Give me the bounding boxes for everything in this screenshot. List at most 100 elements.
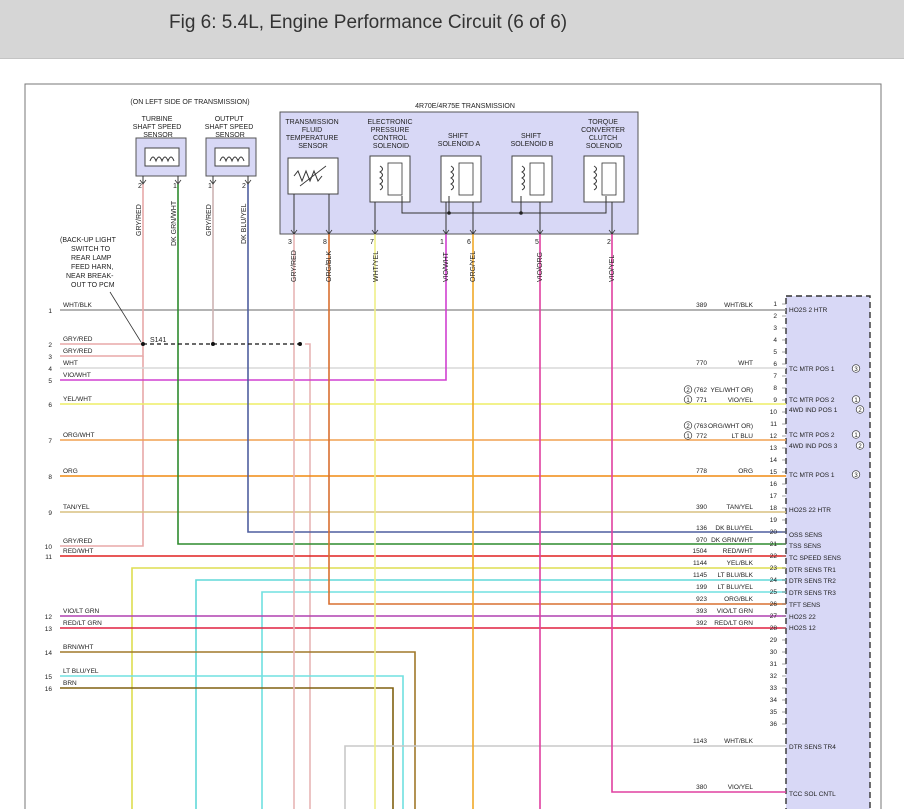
pcm-signal-label: TSS SENS xyxy=(789,543,822,550)
pcm-pin-number: 19 xyxy=(770,517,778,524)
circuit-number: 923 xyxy=(696,596,707,603)
wire xyxy=(305,343,311,809)
pcm-pin-number: 20 xyxy=(770,529,778,536)
turbine-sensor xyxy=(135,137,187,177)
pcm-pin-number: 36 xyxy=(770,721,778,728)
left-harness-labels: 1WHT/BLK2GRY/RED3GRY/REDWHT45VIO/WHT6YEL… xyxy=(45,302,102,693)
pcm-signal-label: TC SPEED SENS xyxy=(789,555,842,562)
circuit-color: DK BLU/YEL xyxy=(715,525,753,532)
pin-number: 3 xyxy=(288,239,292,246)
circuit-color: LT BLU xyxy=(732,433,754,440)
tft-sensor-label: TRANSMISSION FLUID TEMPERATURE SENSOR xyxy=(285,119,340,150)
pcm-signal-label: TCC SOL CNTL xyxy=(789,791,836,798)
connector-chevron xyxy=(139,179,147,185)
circuit-number: 390 xyxy=(696,504,707,511)
wire xyxy=(60,356,144,547)
wire xyxy=(177,184,786,545)
pcm-pin-number: 6 xyxy=(773,361,777,368)
option-number: 2 xyxy=(686,424,690,430)
solenoid-coil-icon xyxy=(593,165,597,191)
wire xyxy=(195,579,786,809)
splice-dot xyxy=(298,342,302,346)
wire xyxy=(328,234,786,605)
pcm-pin-number: 25 xyxy=(770,589,778,596)
wire xyxy=(261,591,786,809)
pcm-pin-number: 21 xyxy=(770,541,778,548)
harness-wire-label: VIO/LT GRN xyxy=(63,608,100,615)
wire-label: DK BLU/YEL xyxy=(241,203,248,244)
option-circle xyxy=(855,405,865,414)
option-circle xyxy=(683,431,693,440)
connector-chevron xyxy=(209,179,217,185)
harness-wire-label: VIO/WHT xyxy=(63,372,91,379)
circuit-color: WHT xyxy=(738,360,753,367)
circuit-number: 380 xyxy=(696,784,707,791)
splice-dot xyxy=(211,342,215,346)
pcm-signal-label: OSS SENS xyxy=(789,532,823,539)
harness-pin-number: 7 xyxy=(48,438,52,445)
pcm-pin-number: 14 xyxy=(770,457,778,464)
sensor-stubs xyxy=(142,176,249,184)
wires xyxy=(60,179,786,809)
wire-label: DK GRN/WHT xyxy=(171,200,178,246)
tcc-solenoid xyxy=(583,155,625,203)
wire-label: VIO/ORG xyxy=(537,252,544,282)
harness-pin-number: 1 xyxy=(48,308,52,315)
harness-pin-number: 10 xyxy=(45,544,53,551)
circuit-color: YEL/BLK xyxy=(727,560,754,567)
coil-icon xyxy=(149,156,175,163)
harness-pin-number: 15 xyxy=(45,674,53,681)
wire xyxy=(60,675,404,809)
wire-label: GRY/RED xyxy=(206,204,213,236)
pcm-pin-number: 9 xyxy=(773,397,777,404)
epc-solenoid-label: ELECTRONIC PRESSURE CONTROL SOLENOID xyxy=(367,119,414,150)
pcm-pin-number: 28 xyxy=(770,625,778,632)
pcm-signal-label: DTR SENS TR4 xyxy=(789,744,836,751)
harness-pin-number: 14 xyxy=(45,650,53,657)
harness-wire-label: GRY/RED xyxy=(63,336,93,343)
junction-dot xyxy=(519,211,523,215)
pcm-signal-label: HO2S 12 xyxy=(789,625,816,632)
harness-wire-label: BRN/WHT xyxy=(63,644,93,651)
harness-pin-number: 13 xyxy=(45,626,53,633)
wire-label: GRY/RED xyxy=(291,250,298,282)
pcm-pin-number: 10 xyxy=(770,409,778,416)
connector-chevron xyxy=(371,229,379,235)
pcm-pin-number: 8 xyxy=(773,385,777,392)
wire xyxy=(344,745,786,809)
circuit-number: 1504 xyxy=(693,548,708,555)
pcm-pin-number: 2 xyxy=(773,313,777,320)
pcm-signal-label: TC MTR POS 1 xyxy=(789,366,835,373)
harness-wire-label: GRY/RED xyxy=(63,348,93,355)
harness-pin-number: 4 xyxy=(48,366,52,373)
circuit-number: 393 xyxy=(696,608,707,615)
option-circle xyxy=(683,385,693,394)
wire xyxy=(60,687,394,809)
pcm-pin-number: 17 xyxy=(770,493,778,500)
circuit-number: 778 xyxy=(696,468,707,475)
pcm-pin-number: 34 xyxy=(770,697,778,704)
pin-number: 2 xyxy=(242,183,246,190)
page-title: Fig 6: 5.4L, Engine Performance Circuit … xyxy=(169,12,568,33)
harness-pin-number: 16 xyxy=(45,686,53,693)
connector-chevron xyxy=(608,229,616,235)
connector-chevron xyxy=(290,229,298,235)
pcm-pin-number: 13 xyxy=(770,445,778,452)
junction-dot xyxy=(447,211,451,215)
pcm-pin-number: 32 xyxy=(770,673,778,680)
pcm-signal-label: DTR SENS TR1 xyxy=(789,567,836,574)
harness-wire-label: WHT xyxy=(63,360,78,367)
harness-wire-label: LT BLU/YEL xyxy=(63,668,99,675)
pin-number: 1 xyxy=(208,183,212,190)
pcm-pin-number: 31 xyxy=(770,661,778,668)
pcm-pin-number: 18 xyxy=(770,505,778,512)
wire-label: WHT/YEL xyxy=(373,251,380,282)
option-number: 2 xyxy=(858,408,862,414)
pcm-signal-label: TC MTR POS 1 xyxy=(789,472,835,479)
pcm-signal-label: DTR SENS TR2 xyxy=(789,578,836,585)
tft-sensor xyxy=(287,157,339,195)
harness-pin-number: 6 xyxy=(48,402,52,409)
harness-pin-number: 5 xyxy=(48,378,52,385)
circuit-number: 389 xyxy=(696,302,707,309)
title-bar: Fig 6: 5.4L, Engine Performance Circuit … xyxy=(0,0,904,59)
